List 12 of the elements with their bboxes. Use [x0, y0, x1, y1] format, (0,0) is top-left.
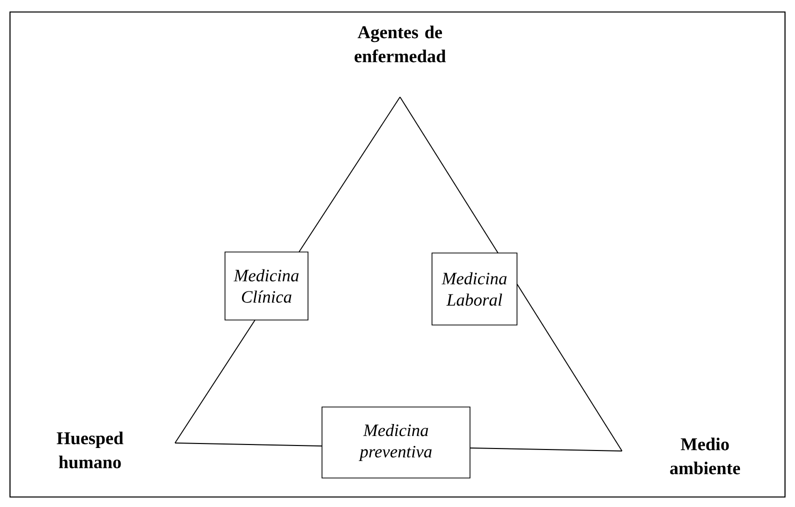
vertex-label: Agentes de enfermedad — [354, 26, 446, 62]
triangle-side — [516, 284, 622, 452]
triangle-side — [174, 442, 322, 446]
text-box: Medicina Clínica — [224, 252, 308, 320]
triangle-side — [470, 448, 622, 452]
triangle-side — [298, 96, 400, 252]
triangle-side — [400, 96, 498, 254]
text-box: Medicina preventiva — [322, 406, 470, 478]
vertex-label: Medio ambiente — [670, 438, 740, 474]
text-box: Medicina Laboral — [432, 252, 518, 326]
triangle-side — [174, 320, 256, 444]
vertex-label: Huesped humano — [56, 432, 124, 468]
